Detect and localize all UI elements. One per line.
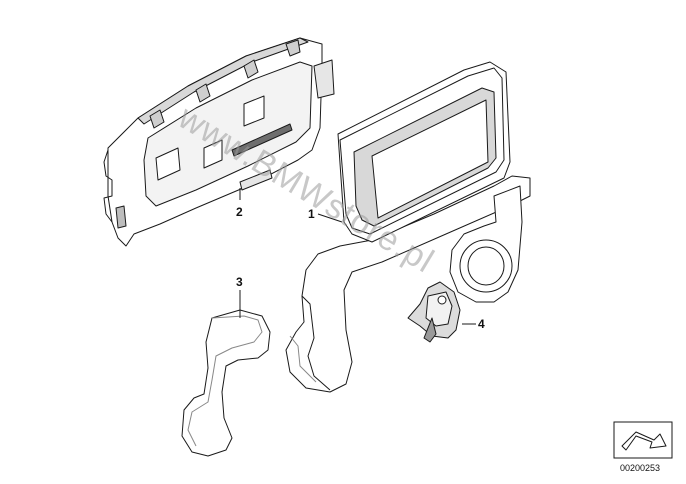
callout-2: 2 — [236, 205, 243, 219]
leader-lines — [239, 188, 476, 325]
part-4-clip — [407, 281, 461, 343]
part-2-carrier-bracket — [103, 37, 335, 247]
reference-number: 00200253 — [620, 463, 660, 473]
callout-3: 3 — [236, 275, 243, 289]
part-1-display-assembly — [285, 61, 531, 393]
arrow-icon — [621, 431, 667, 451]
part-3-seal — [181, 309, 271, 457]
callout-4: 4 — [478, 317, 485, 331]
callout-1: 1 — [308, 207, 315, 221]
leader-1 — [317, 213, 343, 223]
reference-box: 00200253 — [613, 421, 673, 473]
